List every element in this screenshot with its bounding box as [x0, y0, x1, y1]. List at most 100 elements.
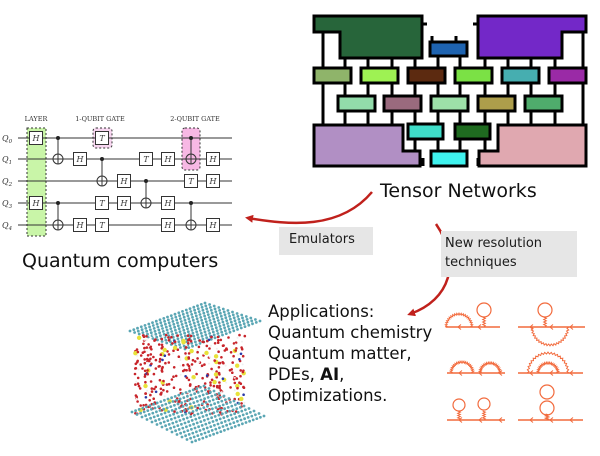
graphene-bottom-atom	[185, 438, 189, 441]
graphene-bottom-atom	[198, 416, 201, 420]
graphene-top-atom	[168, 324, 172, 328]
graphene-bottom-atom	[226, 406, 230, 409]
graphene-top-atom	[213, 307, 217, 311]
gate-box-t	[139, 152, 153, 166]
cnot-control-dot	[144, 179, 148, 183]
gate-box-t	[95, 131, 109, 145]
graphene-bottom-atom	[182, 417, 186, 421]
graphene-bottom-atom	[159, 400, 163, 403]
graphene-top-atom	[224, 332, 228, 335]
graphene-top-atom	[211, 330, 215, 334]
graphene-bottom-atom	[208, 412, 212, 416]
graphene-top-atom	[213, 320, 217, 324]
graphene-top-atom	[171, 335, 175, 339]
graphene-bottom-atom	[215, 418, 219, 422]
molecule-atom	[189, 340, 193, 343]
graphene-top-atom	[208, 319, 212, 322]
graphene-top-atom	[208, 303, 212, 306]
graphene-bottom-atom	[236, 419, 239, 423]
graphene-top-atom	[216, 332, 220, 335]
graphene-top-atom	[231, 310, 234, 314]
graphene-bottom-atom	[195, 387, 199, 390]
fermion-arrow	[569, 417, 574, 423]
graphene-bottom-atom	[219, 408, 223, 412]
molecule-atom	[239, 369, 242, 372]
graphene-top-atom	[172, 322, 176, 326]
tensor-row2-node	[476, 94, 517, 113]
graphene-top-atom	[230, 323, 234, 327]
graphene-bottom-atom	[170, 396, 174, 400]
graphene-bottom-atom	[218, 404, 222, 408]
gate-label: T	[99, 221, 105, 230]
applications-title: Applications:	[268, 302, 375, 321]
molecule-atom	[163, 354, 167, 358]
graphene-bottom-atom	[209, 425, 213, 428]
fermion-arrow	[549, 324, 554, 330]
molecule-atom	[147, 343, 150, 346]
graphene-bottom-atom	[205, 426, 209, 430]
graphene-top-atom	[215, 329, 219, 332]
graphene-top-atom	[195, 330, 199, 334]
graphene-bottom-atom	[259, 415, 262, 419]
molecule-atom	[217, 361, 221, 365]
cnot-control-dot	[56, 136, 60, 140]
graphene-bottom-atom	[204, 422, 208, 426]
molecule-atom	[222, 344, 225, 347]
graphene-bottom-atom	[149, 416, 153, 420]
graphene-top-atom	[151, 324, 155, 327]
molecule-atom	[135, 348, 139, 351]
molecule-atom	[197, 361, 200, 364]
molecule-atom	[179, 373, 182, 376]
graphene-top-atom	[204, 320, 208, 324]
molecule-atom	[219, 389, 223, 392]
tensor-top-center	[428, 40, 469, 58]
molecule-atom	[191, 358, 195, 362]
molecule-atom	[238, 333, 241, 337]
graphene-bottom-atom	[181, 392, 184, 396]
molecule-atom	[154, 367, 158, 370]
molecule-atom	[240, 346, 243, 349]
tensor-row1-node	[359, 66, 400, 85]
graphene-top-atom	[196, 304, 199, 308]
gate-label: H	[209, 155, 218, 164]
molecule-atom	[241, 340, 243, 343]
fermion-arrow	[549, 417, 554, 423]
graphene-top-atom	[225, 319, 229, 322]
graphene-bottom-atom	[185, 403, 189, 407]
graphene-top-atom	[236, 328, 239, 331]
graphene-bottom-atom	[201, 415, 205, 418]
molecule-atom	[195, 372, 198, 376]
graphene-bottom-atom	[224, 398, 227, 402]
molecule-atom	[217, 350, 220, 354]
graphene-top-atom	[181, 312, 185, 316]
graphene-top-atom	[184, 321, 188, 325]
graphene-bottom-atom	[240, 409, 244, 413]
molecule-atom	[149, 357, 152, 361]
graphene-top-atom	[235, 325, 239, 328]
graphene-top-atom	[216, 319, 220, 322]
molecule-atom	[181, 338, 186, 344]
graphene-bottom-atom	[208, 421, 211, 425]
molecule-atom	[135, 395, 138, 399]
graphene-bottom-atom	[229, 413, 233, 417]
molecule-atom	[160, 343, 164, 347]
graphene-bottom-atom	[187, 420, 191, 424]
molecule-atom	[176, 348, 180, 352]
molecule-atom	[158, 378, 162, 382]
molecule-atom	[165, 383, 169, 386]
graphene-top-atom	[153, 329, 157, 333]
graphene-top-atom	[209, 308, 213, 312]
graphene-top-atom	[227, 312, 231, 315]
graphene-top-atom	[196, 320, 200, 324]
graphene-top-atom	[194, 314, 198, 318]
graphene-bottom-atom	[155, 423, 159, 426]
graphene-top-atom	[201, 308, 205, 312]
tensor-row2-node	[429, 94, 470, 113]
gate-label: T	[143, 155, 149, 164]
graphene-top-atom	[239, 326, 243, 330]
molecule-atom	[243, 334, 247, 338]
graphene-bottom-atom	[206, 404, 209, 408]
graphene-top-atom	[218, 324, 222, 328]
gate-label: H	[32, 199, 41, 208]
